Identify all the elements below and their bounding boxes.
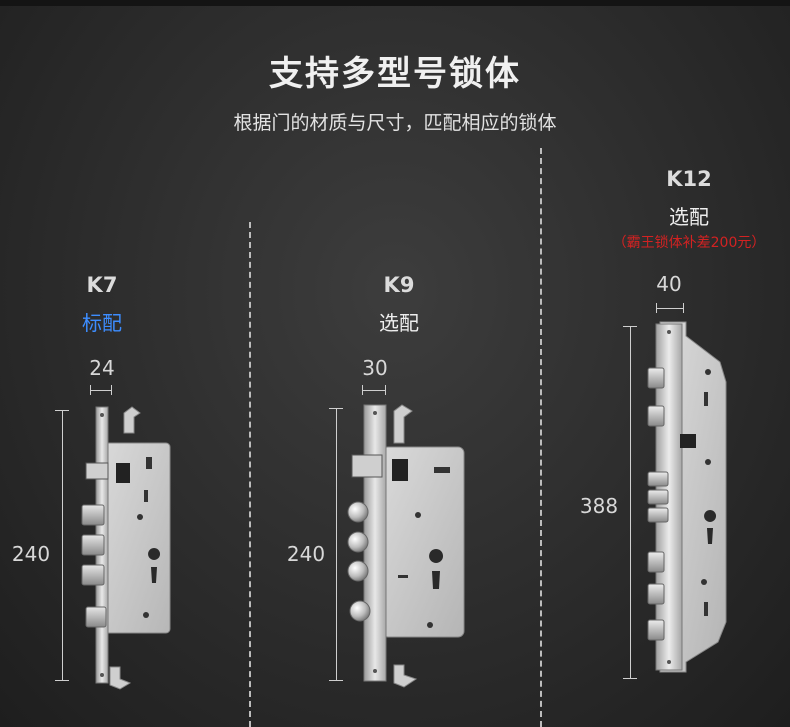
top-bar <box>0 0 790 6</box>
lock-k9-height-label: 240 <box>286 542 326 566</box>
lock-k7-height-line <box>62 410 63 680</box>
dim-tick <box>90 385 91 395</box>
lock-k9-config: 选配 <box>379 311 419 335</box>
dim-tick <box>623 678 637 679</box>
divider-right <box>540 148 542 727</box>
dim-tick <box>55 680 69 681</box>
lock-k12-model: K12 <box>666 167 712 191</box>
lock-k9-model: K9 <box>383 273 415 297</box>
dim-tick <box>385 385 386 395</box>
lock-k7-width-label: 24 <box>89 356 115 380</box>
lock-k9-image <box>347 404 465 688</box>
lock-k12-config: 选配 <box>669 205 709 229</box>
lock-k12-surcharge-note: （霸王锁体补差200元） <box>612 235 766 251</box>
dim-tick <box>656 303 657 313</box>
dim-tick <box>683 303 684 313</box>
lock-k9-height-line <box>336 408 337 680</box>
page-title: 支持多型号锁体 <box>269 54 521 94</box>
dim-tick <box>623 326 637 327</box>
lock-k9-width-label: 30 <box>362 356 388 380</box>
dim-tick <box>55 410 69 411</box>
dim-tick <box>329 408 343 409</box>
divider-left <box>249 222 251 727</box>
lock-k7-model: K7 <box>86 273 118 297</box>
lock-k12-image <box>647 321 727 673</box>
lock-k7-image <box>81 406 171 690</box>
lock-k12-height-line <box>630 326 631 678</box>
lock-k7-config: 标配 <box>82 311 122 335</box>
lock-k12-width-line <box>656 308 684 309</box>
dim-tick <box>329 680 343 681</box>
lock-k9-width-line <box>362 390 386 391</box>
lock-k12-width-label: 40 <box>656 272 682 296</box>
dim-tick <box>362 385 363 395</box>
lock-k12-height-label: 388 <box>579 494 619 518</box>
page-subtitle: 根据门的材质与尺寸，匹配相应的锁体 <box>233 112 557 134</box>
dim-tick <box>111 385 112 395</box>
lock-k7-width-line <box>90 390 112 391</box>
lock-k7-height-label: 240 <box>11 542 51 566</box>
